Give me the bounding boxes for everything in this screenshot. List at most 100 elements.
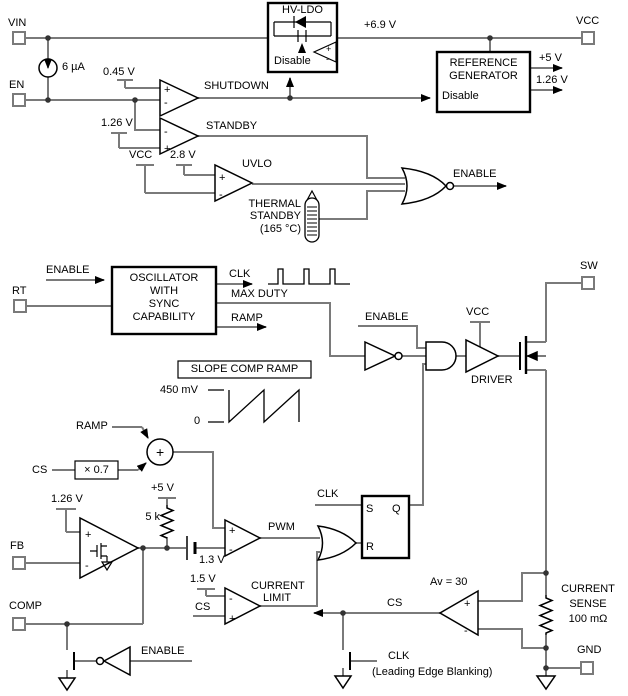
latch-r-pin: R [366,541,374,553]
shutdown-label: SHUTDOWN [204,80,269,92]
sw-wire [545,282,582,342]
uvlo-vcc-label: VCC [129,149,153,161]
standby-minus: - [164,126,168,138]
ref126-label: 1.26 V [536,74,568,86]
osc-title-line2: WITH [149,285,179,297]
uvlo-ref-wire [176,164,215,176]
uvlo-minus: - [219,189,223,201]
vcc-pad [581,31,595,45]
gain-label: × 0.7 [84,464,109,476]
and-enable-wire [358,325,426,349]
uvlo-vcc-wire [136,164,215,194]
pullup-resistor-label: 5 k [145,511,160,523]
thermal-label-line3: (165 °C) [259,223,301,235]
ramp-label: RAMP [231,312,263,324]
blocks [110,1,532,560]
standby-plus: + [164,143,170,155]
maxduty-label: MAX DUTY [231,288,288,300]
climit-cs-label: CS [195,601,211,613]
hvldo-amp-plus: + [326,44,331,54]
erramp-plus: + [85,529,91,541]
shutdown-ref-label: 0.45 V [103,66,135,78]
erramp-output-fet-icon [90,543,114,572]
pullup-resistor [159,505,175,539]
compdis-inverter-bubble [95,656,105,666]
summing-junction [146,438,174,466]
shutdown-ref-wire [117,79,160,89]
erramp-ref-wire [56,508,80,533]
vin-pad [12,31,26,45]
climit-label-line1: CURRENT [251,580,305,592]
shutdown-minus: - [164,97,168,109]
ldo-output-label: +6.9 V [364,19,397,31]
pwm-label: PWM [268,521,295,533]
fb-pad [12,556,26,570]
polarity-signs: + - - + + - + - + - - + + - + - + [85,44,470,637]
compdis-enable-label: ENABLE [141,645,185,657]
rt-pad [13,299,27,313]
climit-label-line2: LIMIT [263,592,292,604]
shutdown-comparator [159,78,200,118]
and-gate [425,341,457,371]
or-gate [316,525,358,561]
signal-wires [25,37,582,678]
shutdown-plus: + [164,84,170,96]
maxduty-inverter-bubble [394,351,403,361]
sr-latch-block [360,494,411,560]
maxduty-wire [216,302,365,357]
blank-fet-wires [342,613,377,676]
rt-label: RT [12,285,27,297]
latch-pins: S Q R [366,503,401,553]
summer-cs-label: CS [32,464,48,476]
en-pad [12,93,26,107]
csense-label-line2: SENSE [569,598,607,610]
csamp-minus: - [464,625,468,637]
pwm-comparator [224,518,262,558]
vcc-pad-label: VCC [576,15,600,27]
uvlo-comparator [214,163,254,203]
comp-wire [25,548,144,625]
uvlo-label: UVLO [242,158,272,170]
comp-label: COMP [9,600,42,612]
junction-dots [45,35,549,671]
latch-clk-label: CLK [317,488,339,500]
oscillator-block [110,265,218,336]
standby-ref-label: 1.26 V [101,117,133,129]
standby-label: STANDBY [206,120,258,132]
driver-label: DRIVER [471,374,513,386]
csamp-plus: + [464,598,470,610]
hvldo-block [266,1,339,74]
gain-box [74,460,119,480]
driver-vcc-wire [470,321,490,347]
hvldo-amp-minus: - [326,54,329,64]
pwm-minus: - [229,544,233,556]
gnd-wire [545,635,581,676]
sense-resistor [538,595,554,635]
csense-label-line1: CURRENT [561,583,615,595]
comp-pad [12,617,26,631]
blanking-label: (Leading Edge Blanking) [372,666,493,678]
power-fet-body-arrow-icon [526,350,538,362]
standby-branch-wire [134,100,160,131]
driver-buffer [465,338,500,374]
thermal-label-line1: THERMAL [248,198,301,210]
standby-ref-wire [111,132,160,149]
hvldo-disable-label: Disable [274,55,311,67]
slope-zero-label: 0 [194,415,201,427]
components [38,16,557,692]
sum-out-wire [173,451,225,529]
sawtooth-waveform-icon [228,388,300,424]
maxduty-inverter [364,340,397,372]
sum-ramp-arrow [140,426,149,439]
gnd-ground-symbol [535,675,557,691]
current-limit-comparator [224,586,262,626]
latch-q-pin: Q [392,503,401,515]
ref5v-label: +5 V [539,52,562,64]
nor-gate [400,167,448,205]
sw-pad [581,276,595,290]
thermometer-icon [304,189,320,243]
pwm-plus: + [229,525,235,537]
pads [12,31,595,675]
uvlo-ref-label: 2.8 V [170,149,196,161]
sw-label: SW [580,260,598,272]
